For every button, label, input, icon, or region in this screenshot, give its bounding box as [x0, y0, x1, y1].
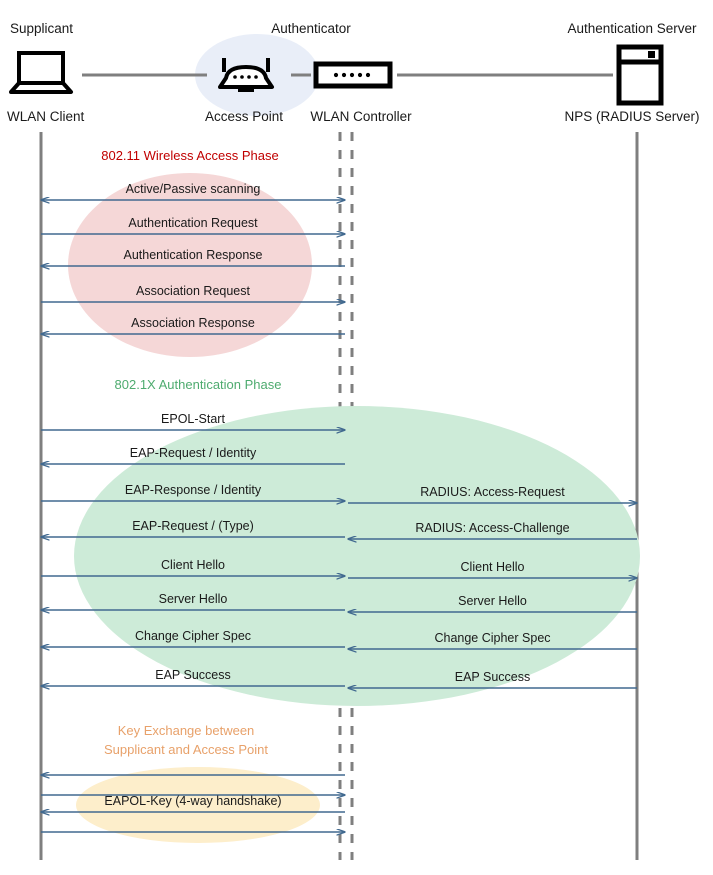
message-label: EAPOL-Key (4-way handshake): [104, 794, 281, 808]
message-right-2[interactable]: Client Hello: [348, 560, 637, 578]
message-label: RADIUS: Access-Challenge: [415, 521, 569, 535]
phase-ellipse-wireless: [68, 173, 312, 357]
message-label: EAP Success: [155, 668, 231, 682]
message-label: Active/Passive scanning: [126, 182, 261, 196]
message-label: EAP-Request / (Type): [132, 519, 254, 533]
phase-label-keyexchange-line1: Key Exchange between: [118, 723, 255, 738]
message-label: Authentication Request: [128, 216, 258, 230]
phase-label-dot1x: 802.1X Authentication Phase: [115, 377, 282, 392]
message-right-5[interactable]: EAP Success: [348, 670, 637, 688]
phase-ellipse-keyexchange: [76, 767, 320, 843]
message-label: Client Hello: [461, 560, 525, 574]
message-left-11[interactable]: Change Cipher Spec: [41, 629, 345, 647]
message-right-0[interactable]: RADIUS: Access-Request: [348, 485, 637, 503]
wireless-router-icon: [218, 58, 274, 92]
message-label: Client Hello: [161, 558, 225, 572]
message-label: Association Response: [131, 316, 255, 330]
message-left-7[interactable]: EAP-Response / Identity: [41, 483, 345, 501]
actor-role-authenticator: Authenticator: [271, 21, 351, 36]
message-left-4[interactable]: Association Response: [41, 316, 345, 334]
message-label: Association Request: [136, 284, 250, 298]
wlan-controller-icon: [313, 61, 393, 89]
message-left-2[interactable]: Authentication Response: [41, 248, 345, 266]
message-label: Server Hello: [458, 594, 527, 608]
message-left-8[interactable]: EAP-Request / (Type): [41, 519, 345, 537]
message-label: Server Hello: [159, 592, 228, 606]
actor-name-access-point: Access Point: [205, 109, 283, 124]
laptop-icon: [9, 51, 73, 94]
phase-ellipse-dot1x: [74, 406, 640, 706]
actor-role-authentication-server: Authentication Server: [567, 21, 697, 36]
phase-label-wireless: 802.11 Wireless Access Phase: [101, 148, 279, 163]
message-label: EAP Success: [455, 670, 531, 684]
message-left-0[interactable]: Active/Passive scanning: [41, 182, 345, 200]
message-label: RADIUS: Access-Request: [420, 485, 565, 499]
actor-name-nps-radius-server: NPS (RADIUS Server): [564, 109, 699, 124]
message-label: EAP-Request / Identity: [130, 446, 257, 460]
message-right-3[interactable]: Server Hello: [348, 594, 637, 612]
actor-name-wlan-client: WLAN Client: [7, 109, 85, 124]
actor-name-wlan-controller: WLAN Controller: [310, 109, 412, 124]
message-label: EAP-Response / Identity: [125, 483, 262, 497]
message-left-12[interactable]: EAP Success: [41, 668, 345, 686]
message-right-4[interactable]: Change Cipher Spec: [348, 631, 637, 649]
message-left-9[interactable]: Client Hello: [41, 558, 345, 576]
message-label: EPOL-Start: [161, 412, 225, 426]
actor-role-supplicant: Supplicant: [10, 21, 73, 36]
message-left-3[interactable]: Association Request: [41, 284, 345, 302]
message-left-15[interactable]: EAPOL-Key (4-way handshake): [41, 794, 345, 812]
message-left-6[interactable]: EAP-Request / Identity: [41, 446, 345, 464]
message-right-1[interactable]: RADIUS: Access-Challenge: [348, 521, 637, 539]
access-point-leds: [233, 75, 258, 79]
message-left-10[interactable]: Server Hello: [41, 592, 345, 610]
message-label: Authentication Response: [124, 248, 263, 262]
phase-label-keyexchange-line2: Supplicant and Access Point: [104, 742, 268, 757]
message-left-5[interactable]: EPOL-Start: [41, 412, 345, 430]
message-label: Change Cipher Spec: [135, 629, 251, 643]
server-icon: [616, 44, 664, 106]
message-left-1[interactable]: Authentication Request: [41, 216, 345, 234]
message-label: Change Cipher Spec: [434, 631, 550, 645]
